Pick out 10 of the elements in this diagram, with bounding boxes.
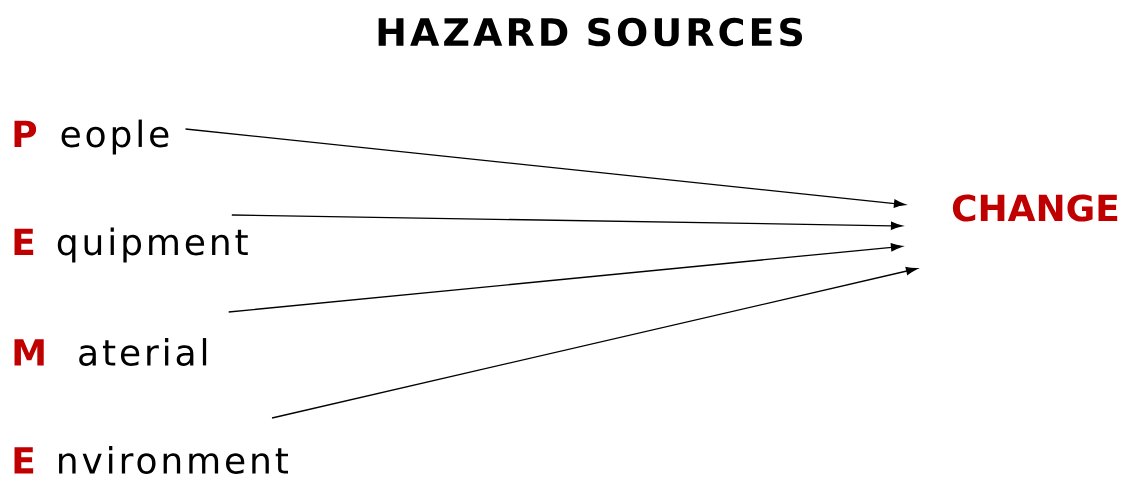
arrow (271, 267, 918, 419)
source-label: M aterial (14, 338, 207, 366)
source-label: P eople (14, 119, 169, 155)
arrow (228, 243, 903, 313)
source-label: E quipment (14, 227, 248, 263)
arrow (231, 214, 903, 230)
title: HAZARD SOURCES (378, 17, 803, 47)
target-label: CHANGE (952, 194, 1118, 222)
source-label: E nvironment (14, 446, 288, 474)
arrow (184, 128, 906, 208)
